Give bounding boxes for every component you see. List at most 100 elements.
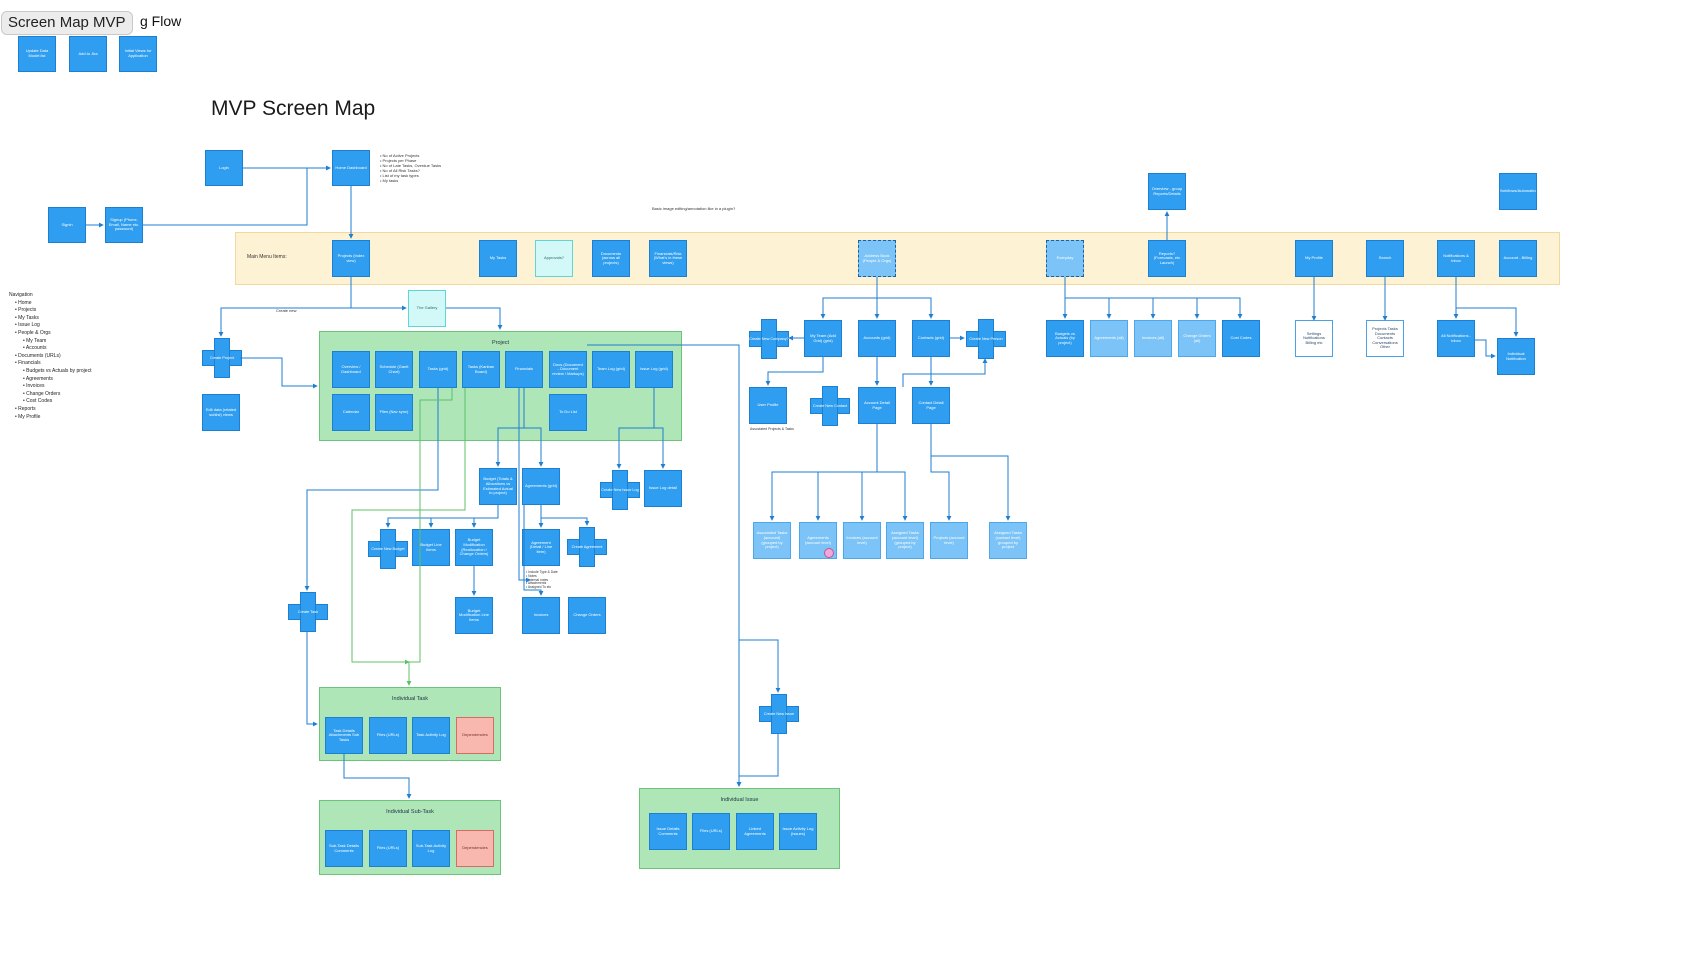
subtask-activity-node[interactable]: Sub-Task Activity Log <box>412 830 450 867</box>
nav-item: Reports <box>18 405 36 412</box>
nav-item: People & Orgs <box>18 329 51 336</box>
create-person-button[interactable]: Create New Person <box>966 319 1006 359</box>
agreement-detail-node[interactable]: Agreement (Detail / Line Item) <box>522 529 560 566</box>
dashboard-note: • No of Active Projects <box>380 153 420 158</box>
issue-agreements-node[interactable]: Linked Agreements <box>736 813 774 850</box>
contacts-grid-node[interactable]: Contacts (grid) <box>912 320 950 357</box>
project-issue-log-node[interactable]: Issue Log (grid) <box>635 351 673 388</box>
create-agreement-button[interactable]: Create Agreement <box>567 527 607 567</box>
subtask-files-node[interactable]: Files (URLs) <box>369 830 407 867</box>
associated-tasks-node[interactable]: Associated Tasks (account) (grouped by p… <box>753 522 791 559</box>
subtask-details-node[interactable]: Sub-Task Details Comments <box>325 830 363 867</box>
task-activity-node[interactable]: Task Activity Log <box>412 717 450 754</box>
plus-arm <box>300 592 316 632</box>
create-task-button[interactable]: Create Task <box>288 592 328 632</box>
menu-my-profile[interactable]: My Profile <box>1295 240 1333 277</box>
assoc-invoices-node[interactable]: Invoices (account level) <box>843 522 881 559</box>
project-schedule-node[interactable]: Schedule (Gantt Chart) <box>375 351 413 388</box>
connector <box>1065 297 1156 319</box>
create-issue-log-button[interactable]: Create New Issue Log <box>600 470 640 510</box>
change-orders-all-node[interactable]: Change Orders (all) <box>1178 320 1216 357</box>
create-project-button[interactable]: Create Project <box>202 338 242 378</box>
menu-account-billing[interactable]: Account - Billing <box>1499 240 1537 277</box>
connector <box>306 632 318 727</box>
invoices-all-node[interactable]: Invoices (all) <box>1134 320 1172 357</box>
project-calendar-node[interactable]: Calendar <box>332 394 370 431</box>
legend-initial-views[interactable]: Initial Views for Application <box>119 36 157 72</box>
edit-data-views-node[interactable]: Edit data (related sublist) views <box>202 394 240 431</box>
legend-data-model[interactable]: Update Data Model list <box>18 36 56 72</box>
task-files-node[interactable]: Files (URLs) <box>369 717 407 754</box>
invoices-node[interactable]: Invoices <box>522 597 560 634</box>
signup-node[interactable]: Signup (Phone, Email, Name etc. password… <box>105 207 143 243</box>
menu-financials[interactable]: Financials/Risk (What's in these views) <box>649 240 687 277</box>
menu-projects[interactable]: Projects (Index view) <box>332 240 370 277</box>
project-files-node[interactable]: Files (Nav sync) <box>375 394 413 431</box>
individual-issue-label: Individual Issue <box>720 797 759 803</box>
budget-line-items-node[interactable]: Budget Line Items <box>412 529 450 566</box>
menu-everyday[interactable]: Everyday <box>1046 240 1084 277</box>
menu-reports[interactable]: Reports? (Forecasts, etc Launch) <box>1148 240 1186 277</box>
agreements-all-node[interactable]: Agreements (all) <box>1090 320 1128 357</box>
projects-account-node[interactable]: Projects (account level) <box>930 522 968 559</box>
project-docs-node[interactable]: Docs (Document - Document review / Marku… <box>549 351 587 388</box>
budgets-actuals-node[interactable]: Budgets vs Actuals (by project) <box>1046 320 1084 357</box>
issue-files-node[interactable]: Files (URLs) <box>692 813 730 850</box>
project-overview-node[interactable]: Overview / Dashboard <box>332 351 370 388</box>
home-dashboard-node[interactable]: Home Dashboard <box>332 150 370 186</box>
project-financials-node[interactable]: Financials <box>505 351 543 388</box>
create-contact-label: Create New Contact <box>812 403 848 408</box>
navigation-list: Navigation • Home • Projects • My Tasks … <box>9 292 91 421</box>
assigned-tasks-account-node[interactable]: Assigned Tasks (account level) (grouped … <box>886 522 924 559</box>
signin-node[interactable]: Signin <box>48 207 86 243</box>
individual-notification-node[interactable]: Individual Notification <box>1497 338 1535 375</box>
project-tasks-grid-node[interactable]: Tasks (grid) <box>419 351 457 388</box>
subtask-dependencies-node[interactable]: Dependencies <box>456 830 494 867</box>
reports-overview-node[interactable]: Overview - group Reports/Details <box>1148 173 1186 210</box>
assigned-tasks-contact-node[interactable]: Assigned Tasks (contact level) grouped b… <box>989 522 1027 559</box>
create-company-label: Create New Company? <box>749 336 789 341</box>
budget-mod-line-items-node[interactable]: Budget Modification Line Items <box>455 597 493 634</box>
menu-address-book[interactable]: Address Book (People & Orgs) <box>858 240 896 277</box>
menu-search[interactable]: Search <box>1366 240 1404 277</box>
nav-bullet-icon: • <box>15 405 19 412</box>
nav-item: Documents (URLs) <box>18 352 61 359</box>
menu-my-tasks[interactable]: My Tasks <box>479 240 517 277</box>
all-notifications-node[interactable]: All Notifications - Inbox <box>1437 320 1475 357</box>
issue-details-node[interactable]: Issue Details Comments <box>649 813 687 850</box>
flow-title-fragment: g Flow <box>140 13 182 29</box>
image-editing-note: Basic image editing/annotation like in a… <box>652 206 736 211</box>
create-budget-button[interactable]: Create New Budget <box>368 529 408 569</box>
gallery-node[interactable]: The Gallery <box>408 290 446 327</box>
search-summary-box[interactable]: Projects Tasks Documents Contacts Conver… <box>1366 320 1404 357</box>
agreements-grid-node[interactable]: Agreements (grid) <box>522 468 560 505</box>
my-team-grid-node[interactable]: My Team (Add Grid) (grid) <box>804 320 842 357</box>
create-contact-button[interactable]: Create New Contact <box>810 386 850 426</box>
dashboard-note-text: No of Late Tasks, Overdue Tasks <box>382 163 442 168</box>
settings-summary-box[interactable]: Settings Notifications Billing etc <box>1295 320 1333 357</box>
project-kanban-node[interactable]: Tasks (Kanban Board) <box>462 351 500 388</box>
login-node[interactable]: Login <box>205 150 243 186</box>
legend-jira[interactable]: Add to Jira <box>69 36 107 72</box>
project-todo-node[interactable]: To Do List <box>549 394 587 431</box>
user-profile-node[interactable]: User Profile <box>749 387 787 424</box>
menu-approvals[interactable]: Approvals? <box>535 240 573 277</box>
task-details-node[interactable]: Task Details Attachments Sub Tasks <box>325 717 363 754</box>
change-orders-node[interactable]: Change Orders <box>568 597 606 634</box>
menu-notifications[interactable]: Notifications & Inbox <box>1437 240 1475 277</box>
budget-overview-node[interactable]: Budget (Totals & Allocations vs Estimate… <box>479 468 517 505</box>
workflows-node[interactable]: Workflows/Automation <box>1499 173 1537 210</box>
create-company-button[interactable]: Create New Company? <box>749 319 789 359</box>
board-title-chip[interactable]: Screen Map MVP <box>1 11 133 35</box>
task-dependencies-node[interactable]: Dependencies <box>456 717 494 754</box>
accounts-grid-node[interactable]: Accounts (grid) <box>858 320 896 357</box>
create-new-issue-button[interactable]: Create New Issue <box>759 694 799 734</box>
budget-modification-node[interactable]: Budget Modification (Reallocation / Chan… <box>455 529 493 566</box>
issue-log-detail-node[interactable]: Issue Log detail <box>644 470 682 507</box>
cost-codes-node[interactable]: Cost Codes <box>1222 320 1260 357</box>
account-detail-node[interactable]: Account Detail Page <box>858 387 896 424</box>
project-team-log-node[interactable]: Team Log (grid) <box>592 351 630 388</box>
issue-activity-node[interactable]: Issue Activity Log (Issues) <box>779 813 817 850</box>
menu-documents[interactable]: Documents (across all projects) <box>592 240 630 277</box>
contact-detail-node[interactable]: Contact Detail Page <box>912 387 950 424</box>
